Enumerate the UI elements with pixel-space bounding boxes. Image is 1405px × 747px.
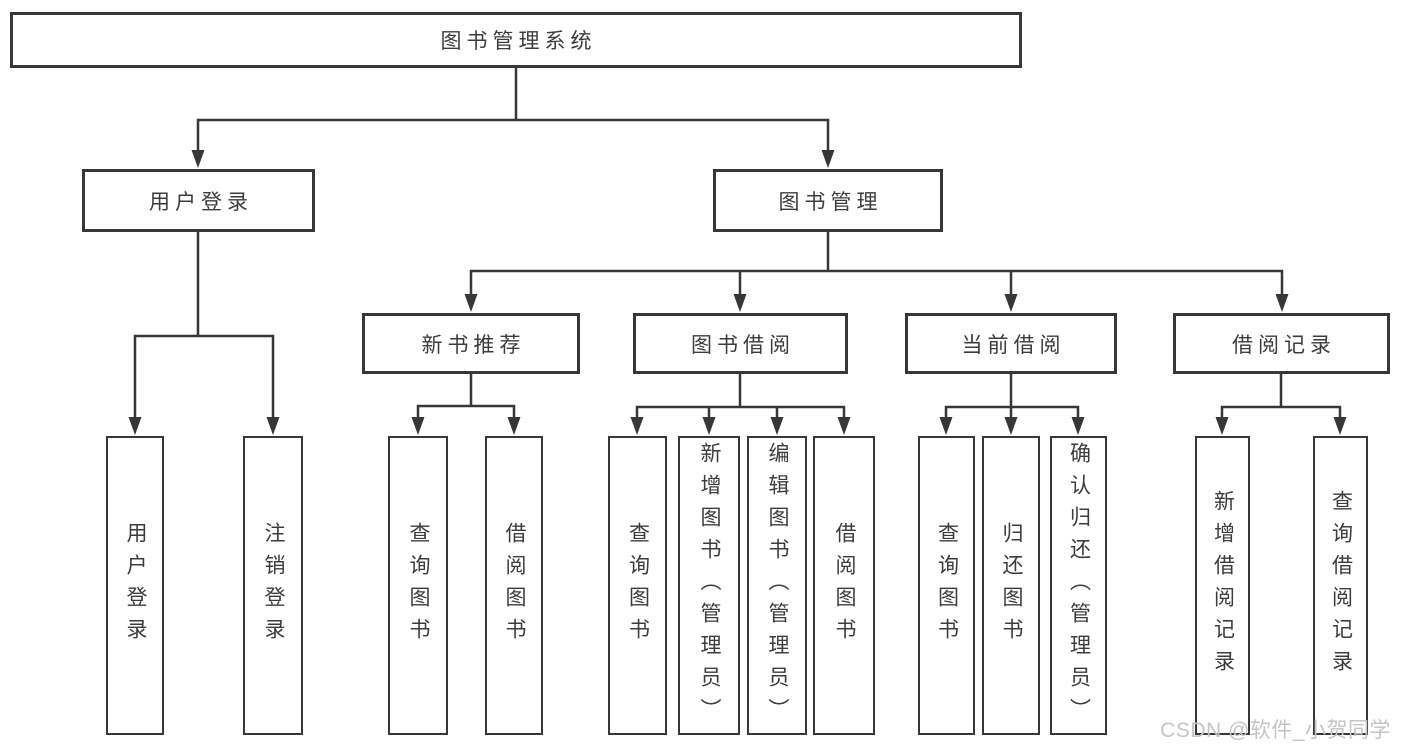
- node-leaf-confirm-return-admin: 确认归还（管理员）: [1050, 436, 1107, 735]
- node-leaf-add-borrow-record: 新增借阅记录: [1195, 436, 1250, 735]
- node-leaf-user-login: 用户登录: [106, 436, 164, 735]
- node-leaf-query-borrow-record: 查询借阅记录: [1313, 436, 1368, 735]
- csdn-watermark: CSDN @软件_小贺同学: [1160, 719, 1391, 742]
- node-book-management: 图书管理: [713, 169, 943, 232]
- node-leaf-borrow-books-recommend: 借阅图书: [485, 436, 543, 735]
- node-leaf-edit-book-admin: 编辑图书（管理员）: [747, 436, 807, 735]
- arrowheads: [128, 150, 1347, 435]
- node-leaf-add-book-admin: 新增图书（管理员）: [678, 436, 740, 735]
- node-current-borrowing: 当前借阅: [905, 313, 1117, 374]
- node-leaf-query-books-borrow: 查询图书: [608, 436, 667, 735]
- node-leaf-query-books-current: 查询图书: [918, 436, 975, 735]
- node-book-borrowing: 图书借阅: [633, 313, 848, 374]
- node-library-management-system: 图书管理系统: [10, 12, 1022, 68]
- node-leaf-return-book: 归还图书: [982, 436, 1040, 735]
- node-leaf-query-books-recommend: 查询图书: [388, 436, 448, 735]
- node-user-login: 用户登录: [82, 169, 315, 232]
- node-leaf-borrow-books: 借阅图书: [813, 436, 875, 735]
- node-new-book-recommend: 新书推荐: [362, 313, 580, 374]
- node-borrowing-records: 借阅记录: [1173, 313, 1390, 374]
- node-leaf-logout: 注销登录: [243, 436, 303, 735]
